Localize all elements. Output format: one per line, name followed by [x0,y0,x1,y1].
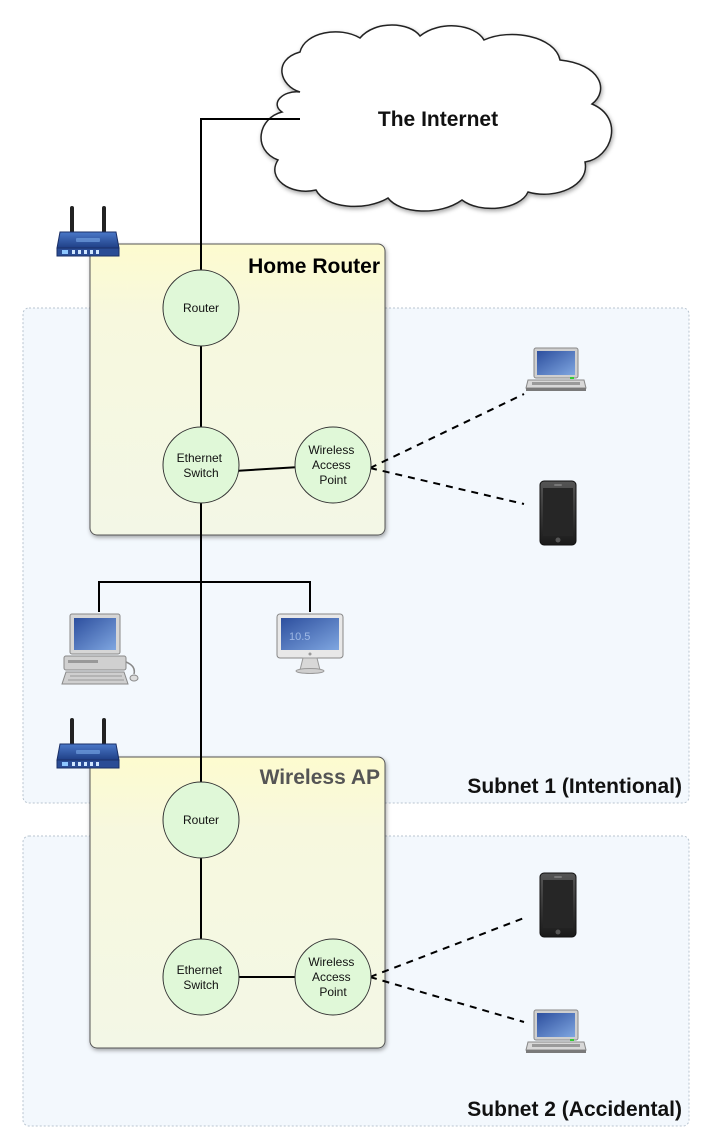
phone-icon [539,480,577,546]
wifi-link-phone-2 [369,917,525,978]
router-node [162,269,240,347]
ethernet-switch-node [162,426,240,504]
ap-label-line-1: Wireless [308,955,354,969]
wireless-access-point-node [294,426,372,504]
cloud-icon [260,24,613,212]
router-node-label: Router [183,813,219,827]
laptop-icon [525,1009,587,1054]
switch-label-line-1: Ethernet [177,963,223,977]
subnet-2-label: Subnet 2 (Accidental) [467,1098,682,1121]
ap-label-line-1: Wireless [308,443,354,457]
switch-label-line-1: Ethernet [177,451,223,465]
router-node-label: Router [183,301,219,315]
internet-label: The Internet [378,108,498,131]
switch-label-line-2: Switch [183,466,218,480]
router-icon [56,205,120,257]
wireless-access-point-node [294,938,372,1016]
ethernet-switch-node [162,938,240,1016]
subnet-1-label: Subnet 1 (Intentional) [467,775,682,798]
switch-node-label: Ethernet Switch [177,963,226,992]
ap-label-line-3: Point [319,985,347,999]
wifi-link-laptop-2 [369,976,525,1023]
home-router-nodes: Router Ethernet Switch Wireless Access P… [162,269,372,504]
ap-label-line-2: Access [312,458,351,472]
router-node [162,781,240,859]
wifi-link-phone-1 [369,467,525,505]
uplink-line [200,118,300,270]
laptop-icon [525,347,587,392]
ap-node-label: Wireless Access Point [308,955,357,999]
wifi-link-laptop-1 [369,393,525,469]
wireless-links [369,393,525,1023]
ap-label-line-2: Access [312,970,351,984]
phone-icon [539,872,577,938]
wireless-ap-nodes: Router Ethernet Switch Wireless Access P… [162,781,372,1016]
switch-label-line-2: Switch [183,978,218,992]
lan-branch-line [98,581,311,612]
wireless-ap-title: Wireless AP [260,766,380,789]
ap-node-label: Wireless Access Point [308,443,357,487]
ap-label-line-3: Point [319,473,347,487]
switch-node-label: Ethernet Switch [177,451,226,480]
home-router-title: Home Router [248,255,380,278]
